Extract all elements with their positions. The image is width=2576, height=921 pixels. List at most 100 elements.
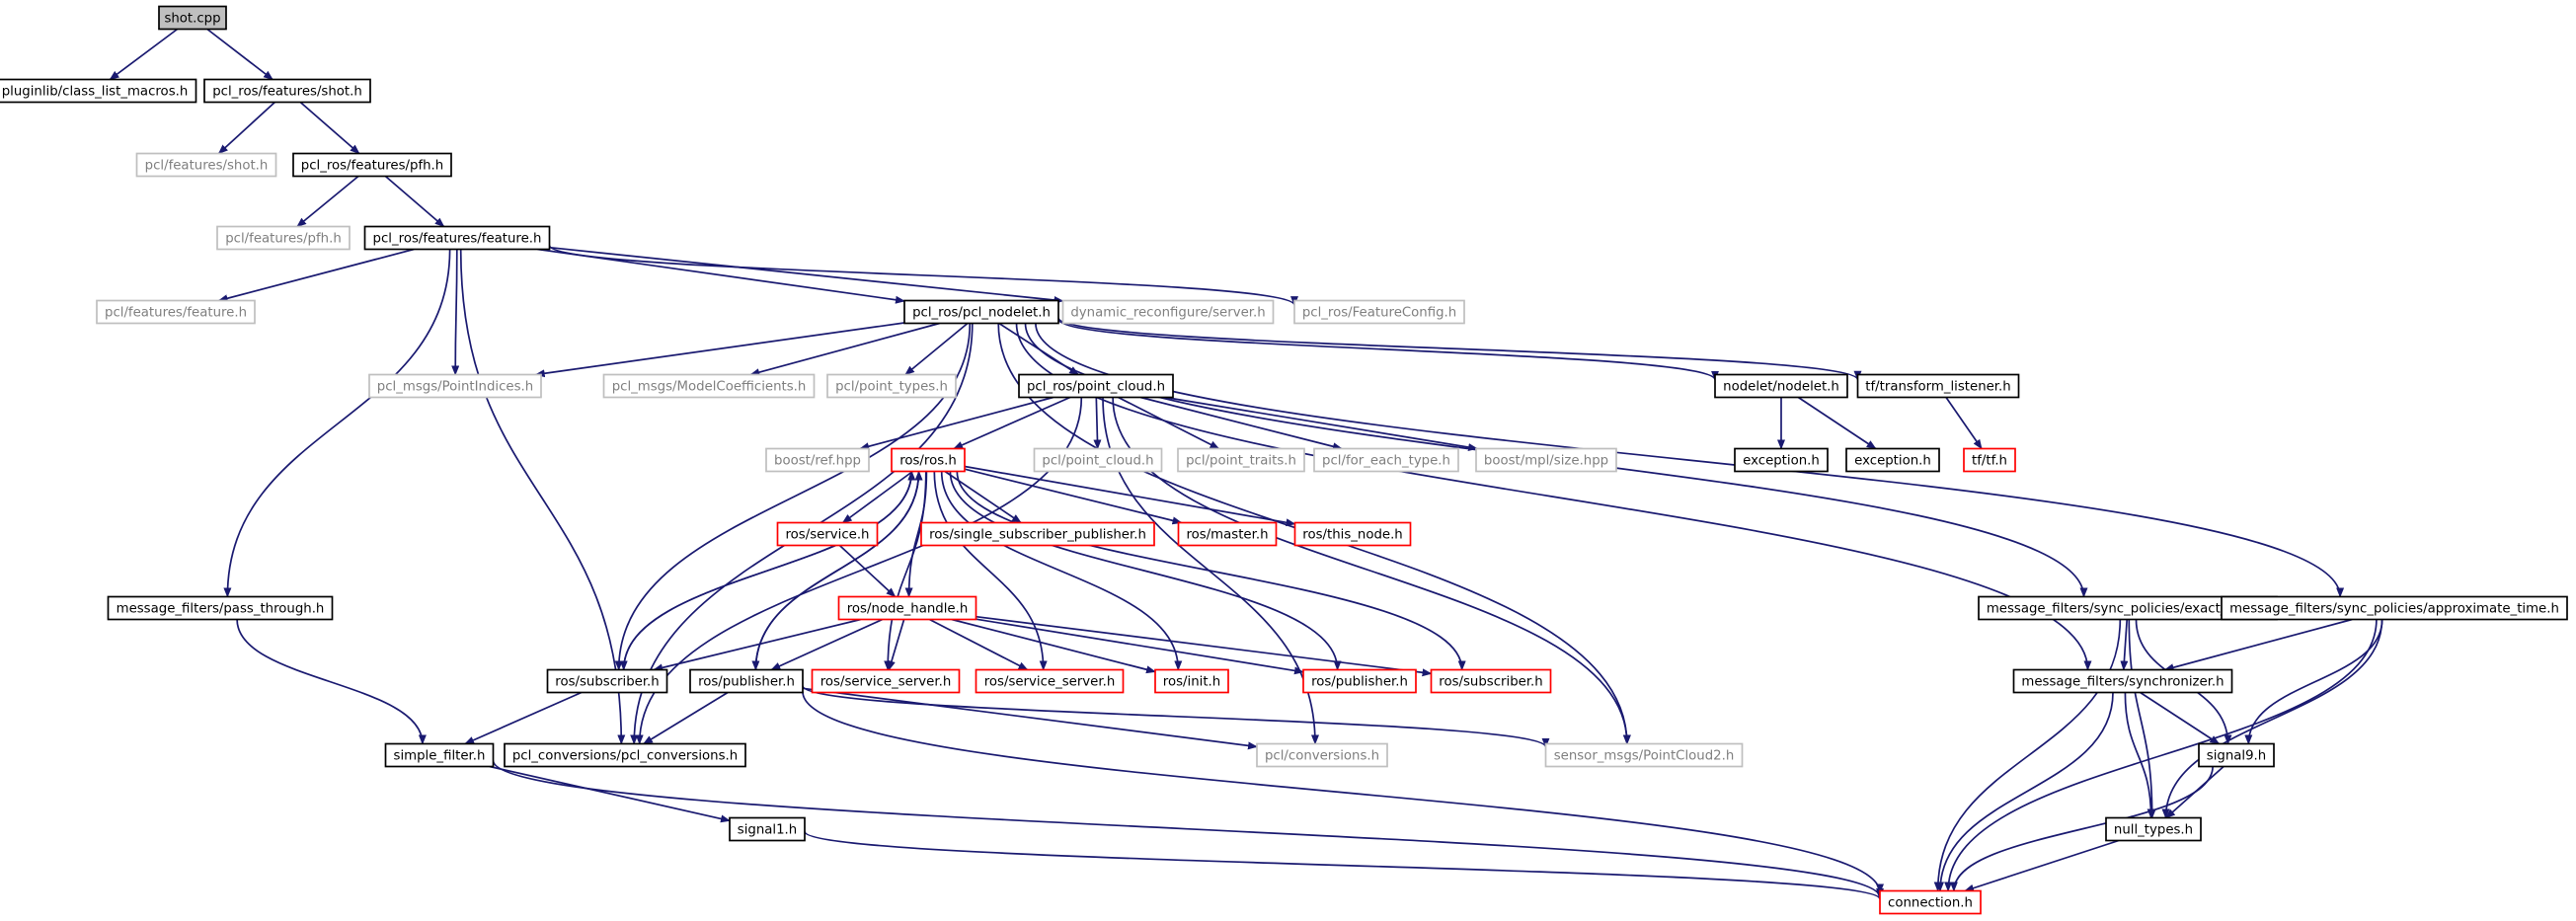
node-tf-tf[interactable]: tf/tf.h	[1963, 447, 2016, 473]
node-label: tf/tf.h	[1972, 454, 2007, 469]
edge-mf_sync-to-signal9	[2140, 691, 2221, 745]
edge-mf_pass_through-to-simple_filter	[236, 619, 427, 745]
node-mf-sync[interactable]: message_filters/synchronizer.h	[2012, 668, 2233, 694]
node-signal1[interactable]: signal1.h	[729, 816, 806, 842]
node-label: ros/publisher.h	[698, 675, 795, 690]
node-box	[891, 447, 966, 473]
edge-pclros_pfh-to-pclros_feature	[384, 175, 445, 228]
node-mf-pass-through[interactable]: message_filters/pass_through.h	[107, 595, 334, 621]
edge-mf_exact-to-null_types	[2128, 619, 2156, 819]
node-box	[1845, 447, 1940, 473]
node-connection[interactable]: connection.h	[1879, 889, 1982, 915]
node-box	[1313, 447, 1459, 473]
node-label: ros/master.h	[1186, 528, 1268, 543]
node-label: ros/service_server.h	[820, 675, 952, 690]
node-feature-config: pcl_ros/FeatureConfig.h	[1293, 299, 1465, 325]
node-label: pcl_ros/point_cloud.h	[1027, 380, 1165, 395]
node-box	[1154, 668, 1229, 694]
edge-ros_node_handle-to-ros_subscriber_n	[653, 618, 862, 672]
node-pcl-conversions[interactable]: pcl_conversions/pcl_conversions.h	[504, 742, 746, 768]
node-box	[2105, 816, 2202, 842]
node-label: pcl/point_cloud.h	[1042, 454, 1153, 469]
node-ros-single-sub[interactable]: ros/single_subscriber_publisher.h	[920, 521, 1155, 547]
node-pcl-nodelet[interactable]: pcl_ros/pcl_nodelet.h	[903, 299, 1059, 325]
edge-pclros_feature-to-dyn_server	[549, 246, 1064, 304]
edge-ros_publisher_n-to-pcl_conversions	[643, 691, 729, 745]
node-label: simple_filter.h	[394, 749, 486, 764]
node-ros-subscriber-n[interactable]: ros/subscriber.h	[546, 668, 668, 694]
edge-ros_publisher_n-to-ros_ros	[754, 470, 923, 670]
node-box	[1256, 742, 1388, 768]
node-box	[920, 521, 1155, 547]
node-pointcloud2: sensor_msgs/PointCloud2.h	[1544, 742, 1744, 768]
node-label: exception.h	[1743, 454, 1820, 469]
node-ros-service-server2[interactable]: ros/service_server.h	[975, 668, 1125, 694]
node-label: pcl_ros/features/shot.h	[212, 85, 362, 100]
node-label: pluginlib/class_list_macros.h	[2, 85, 189, 100]
node-box	[546, 668, 668, 694]
edge-mf_exact-to-connection	[1933, 619, 2122, 892]
node-simple-filter[interactable]: simple_filter.h	[384, 742, 495, 768]
edge-pclros_point_cloud-to-ros_ros	[953, 396, 1071, 450]
node-label: message_filters/pass_through.h	[117, 602, 325, 617]
edge-ros_publisher_n-to-connection	[802, 691, 1884, 894]
edge-signal1-to-connection	[804, 830, 1884, 900]
node-label: pcl/conversions.h	[1265, 749, 1379, 764]
node-mf-approx[interactable]: message_filters/sync_policies/approximat…	[2221, 595, 2568, 621]
edge-mf_approx-to-connection	[1944, 619, 2378, 892]
node-ros-init[interactable]: ros/init.h	[1154, 668, 1229, 694]
node-ros-node-handle[interactable]: ros/node_handle.h	[837, 595, 977, 621]
node-pluginlib[interactable]: pluginlib/class_list_macros.h	[0, 78, 197, 104]
edge-tf_listener-to-tf_tf	[1945, 397, 1983, 450]
node-ros-this-node[interactable]: ros/this_node.h	[1293, 521, 1412, 547]
edge-ros_node_handle-to-ros_service_server1	[888, 619, 905, 671]
node-pcl-conv-h: pcl/conversions.h	[1256, 742, 1388, 768]
node-box	[776, 521, 879, 547]
edge-ros_ros-to-ros_publisher_r	[949, 471, 1342, 671]
node-signal9[interactable]: signal9.h	[2198, 742, 2275, 768]
node-box	[504, 742, 746, 768]
node-point-indices: pcl_msgs/PointIndices.h	[368, 373, 542, 399]
node-pclros-feature[interactable]: pcl_ros/features/feature.h	[363, 225, 551, 251]
node-pcl-point-traits: pcl/point_traits.h	[1177, 447, 1305, 473]
node-pcl-feature: pcl/features/feature.h	[96, 299, 256, 325]
edge-pclros_feature-to-mf_pass_through	[223, 249, 451, 598]
node-pclros-point-cloud[interactable]: pcl_ros/point_cloud.h	[1018, 373, 1174, 399]
node-ros-service[interactable]: ros/service.h	[776, 521, 879, 547]
node-ros-publisher-r[interactable]: ros/publisher.h	[1302, 668, 1417, 694]
node-box	[203, 78, 371, 104]
node-null-types[interactable]: null_types.h	[2105, 816, 2202, 842]
node-mf-exact[interactable]: message_filters/sync_policies/exact_time…	[1978, 595, 2278, 621]
node-label: ros/this_node.h	[1302, 528, 1402, 543]
node-box	[1714, 373, 1848, 399]
node-label: ros/subscriber.h	[1439, 675, 1542, 690]
node-pclros-pfh[interactable]: pcl_ros/features/pfh.h	[292, 152, 452, 178]
node-box	[1302, 668, 1417, 694]
node-point-types: pcl/point_types.h	[826, 373, 957, 399]
edge-mf_sync-to-null_types	[2124, 692, 2155, 819]
node-box	[2221, 595, 2568, 621]
node-box	[1475, 447, 1617, 473]
node-box	[135, 152, 277, 178]
node-ros-master[interactable]: ros/master.h	[1177, 521, 1278, 547]
node-label: ros/service_server.h	[984, 675, 1116, 690]
node-exception1[interactable]: exception.h	[1734, 447, 1829, 473]
node-ros-subscriber-r[interactable]: ros/subscriber.h	[1430, 668, 1552, 694]
node-ros-publisher-n[interactable]: ros/publisher.h	[689, 668, 804, 694]
node-label: ros/ros.h	[899, 454, 957, 469]
edge-ros_node_handle-to-ros_service_server2	[929, 618, 1029, 671]
node-shot-cpp[interactable]: shot.cpp	[158, 5, 227, 31]
node-nodelet-nodelet[interactable]: nodelet/nodelet.h	[1714, 373, 1848, 399]
node-ros-service-server1[interactable]: ros/service_server.h	[811, 668, 961, 694]
node-box	[1856, 373, 2020, 399]
edge-mf_approx-to-null_types	[2161, 619, 2383, 819]
edge-pclros_point_cloud-to-pcl_point_cloud	[1093, 397, 1102, 450]
edge-mf_sync-to-connection	[1936, 692, 2114, 892]
node-pclros-shot[interactable]: pcl_ros/features/shot.h	[203, 78, 371, 104]
node-exception2[interactable]: exception.h	[1845, 447, 1940, 473]
node-tf-listener[interactable]: tf/transform_listener.h	[1856, 373, 2020, 399]
edge-signal9-to-connection	[1949, 766, 2214, 892]
node-ros-ros[interactable]: ros/ros.h	[891, 447, 966, 473]
node-box	[811, 668, 961, 694]
edge-ros_subscriber_n-to-simple_filter	[464, 691, 583, 745]
